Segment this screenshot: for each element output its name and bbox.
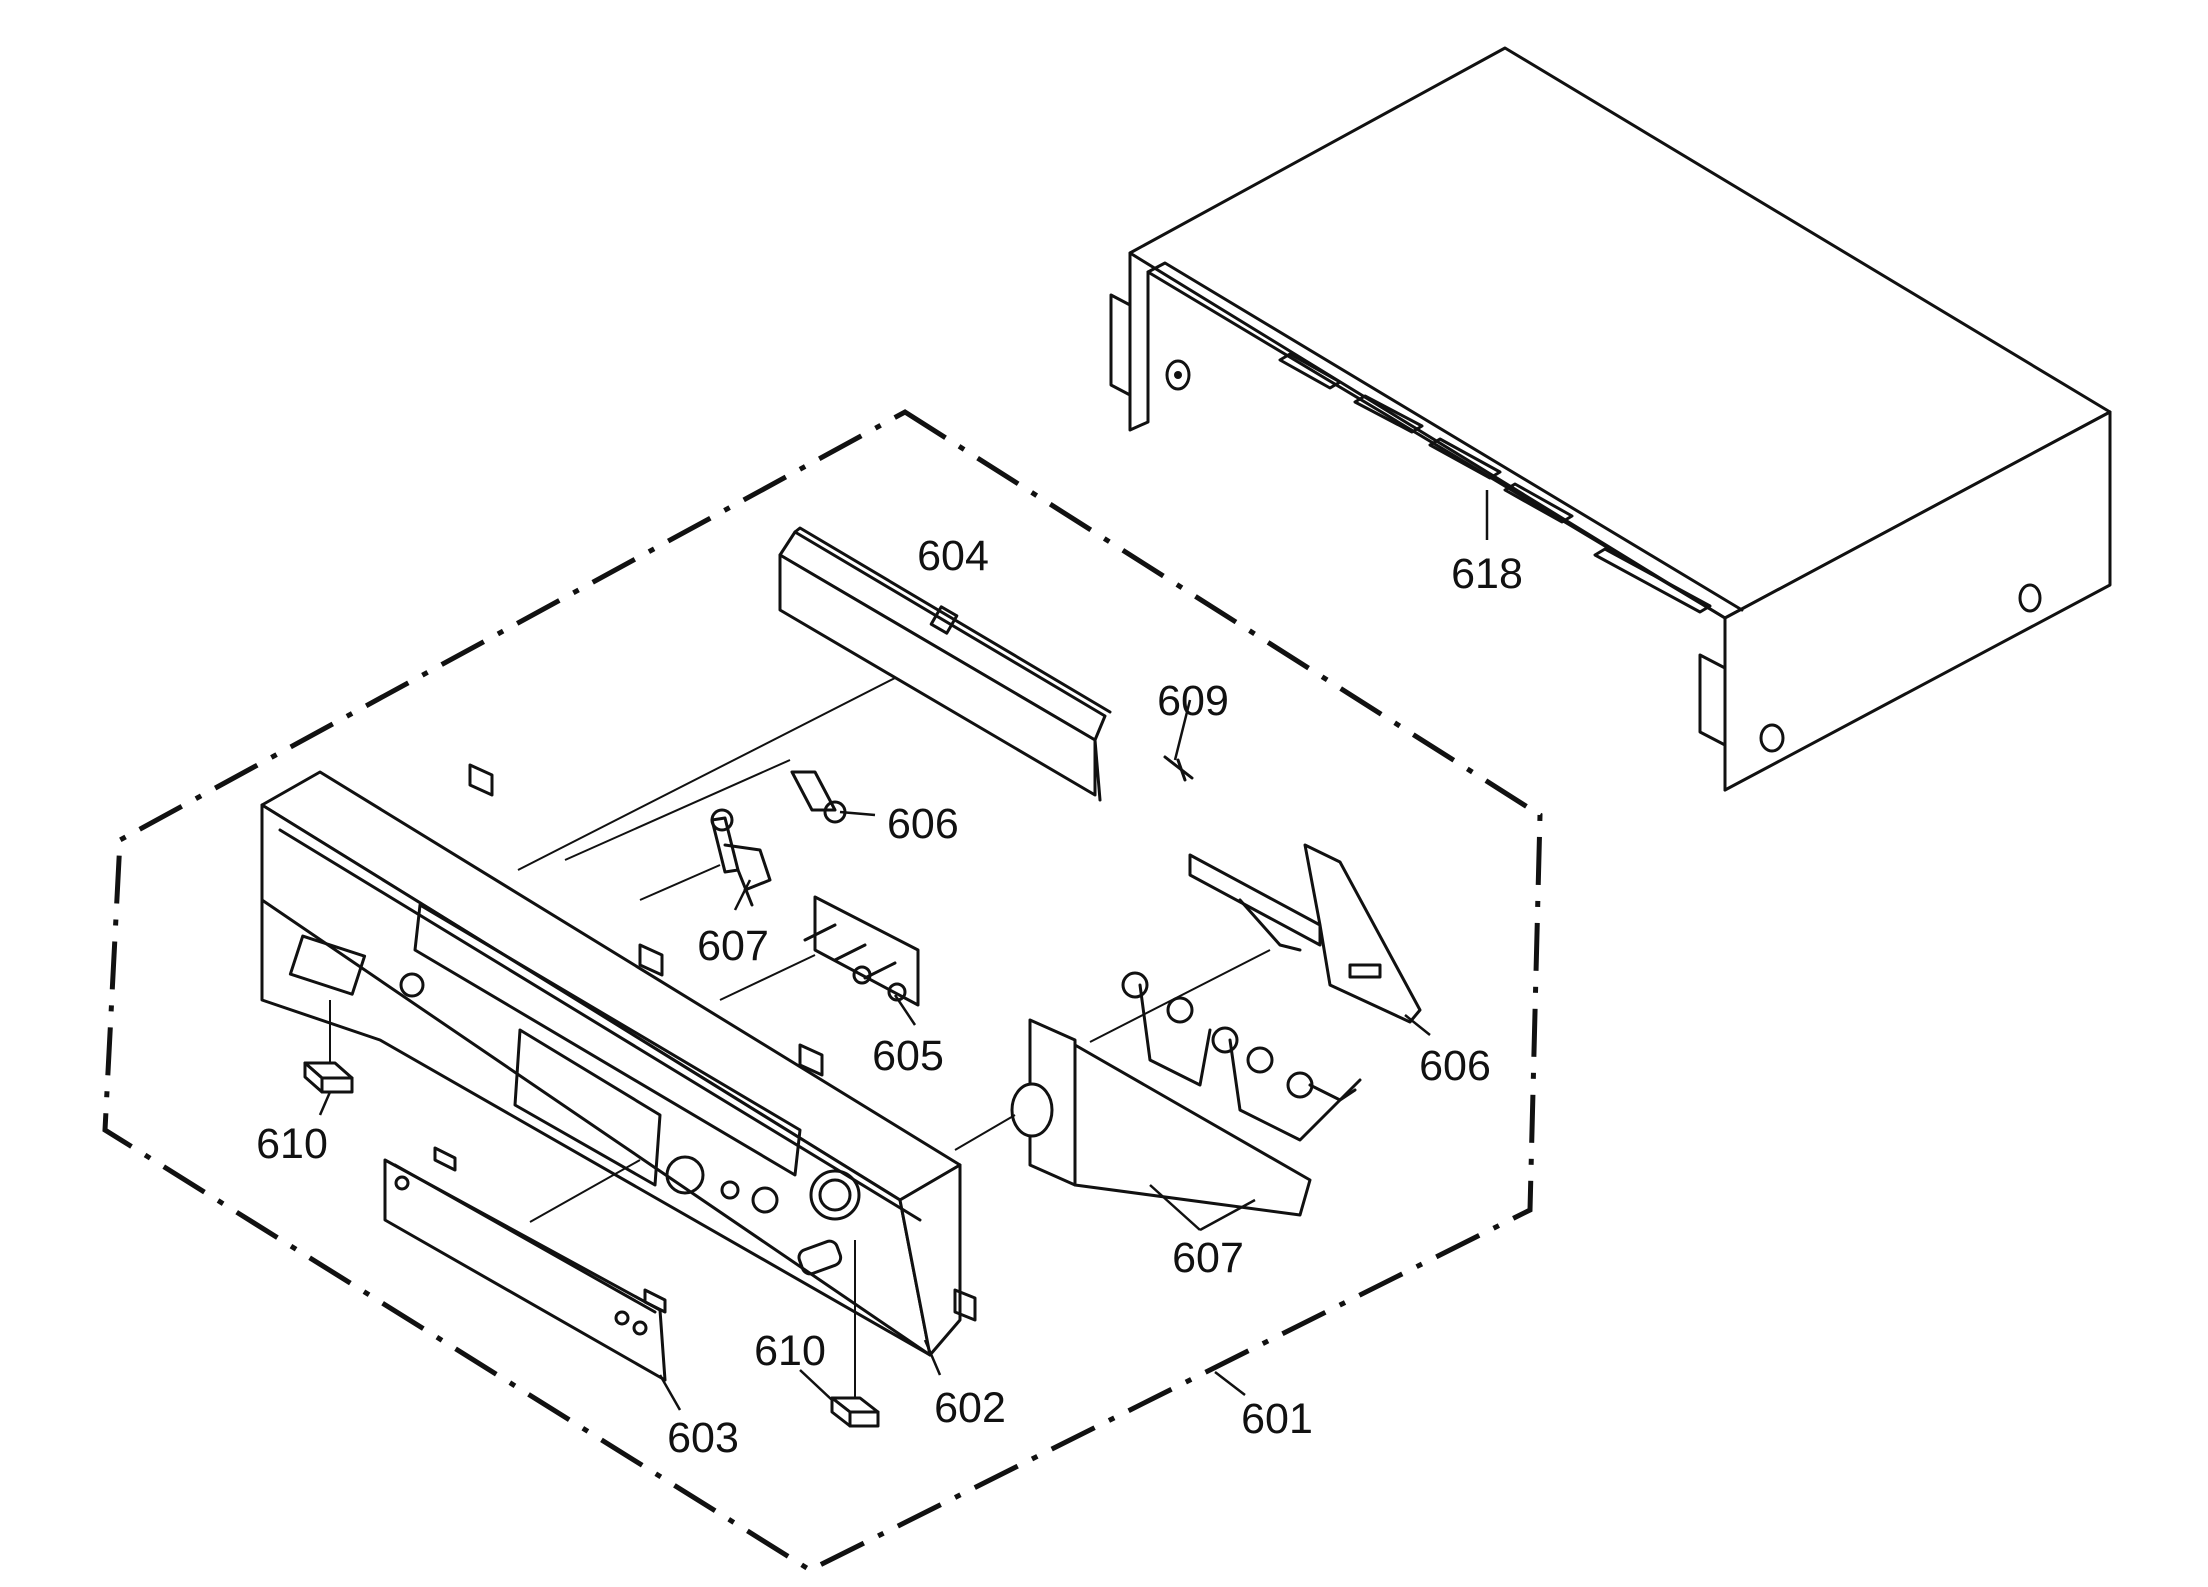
- label-609: 609: [1157, 677, 1229, 725]
- bracket-604: [778, 526, 1112, 802]
- label-603: 603: [667, 1414, 739, 1462]
- leader-lines: [318, 490, 1489, 1411]
- part-labels: 618 604 609 606 607 605 606 607 610 610 …: [256, 532, 1523, 1462]
- front-panel-602: [260, 763, 977, 1357]
- assembly-boundary-601: [102, 409, 1543, 1573]
- explosion-lines: [329, 677, 1271, 1398]
- top-cover-618: [1109, 46, 2112, 792]
- label-607-lower: 607: [1172, 1234, 1244, 1282]
- lever-part-607-upper: [710, 808, 772, 907]
- button-block-607-lower: [1010, 971, 1362, 1217]
- pin-609: [1163, 755, 1194, 782]
- label-610-center: 610: [754, 1327, 826, 1375]
- switch-part-606-upper: [790, 770, 847, 824]
- label-618: 618: [1451, 550, 1523, 598]
- circuit-bracket-606-right: [1188, 843, 1422, 1024]
- cover-rear-slots: [1278, 352, 1712, 614]
- foot-610-left: [303, 1061, 354, 1094]
- label-605: 605: [872, 1032, 944, 1080]
- switch-plate-605: [803, 895, 920, 1007]
- label-607-upper: 607: [697, 922, 769, 970]
- label-601: 601: [1241, 1395, 1313, 1443]
- label-610-left: 610: [256, 1120, 328, 1168]
- label-606-right: 606: [1419, 1042, 1491, 1090]
- door-panel-603: [383, 1146, 667, 1382]
- label-604: 604: [917, 532, 989, 580]
- label-602: 602: [934, 1384, 1006, 1432]
- label-606-upper: 606: [887, 800, 959, 848]
- foot-610-center: [830, 1396, 880, 1428]
